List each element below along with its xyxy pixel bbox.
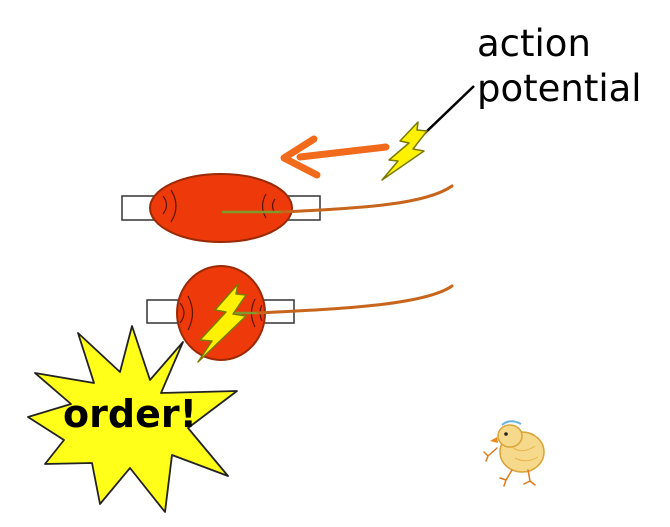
chick-icon [483,420,545,487]
action-label-line1: action [477,22,591,65]
action-label-line2: potential [477,67,642,110]
lightning-bolt-icon [381,121,428,181]
nerve-fibre-bottom [256,284,454,315]
starburst-icon [27,325,238,513]
label-pointer-line [423,85,475,135]
muscle-fibres-top [162,189,276,223]
muscle-belly-top [149,173,293,243]
muscle-contracted [146,265,295,363]
order-label: order! [63,392,197,436]
muscle-fibres-bottom [179,295,263,331]
muscle-relaxed [121,173,321,243]
nerve-fibre-top [280,184,454,214]
propagation-arrow [280,135,390,179]
lightning-bolt-icon [197,283,247,363]
